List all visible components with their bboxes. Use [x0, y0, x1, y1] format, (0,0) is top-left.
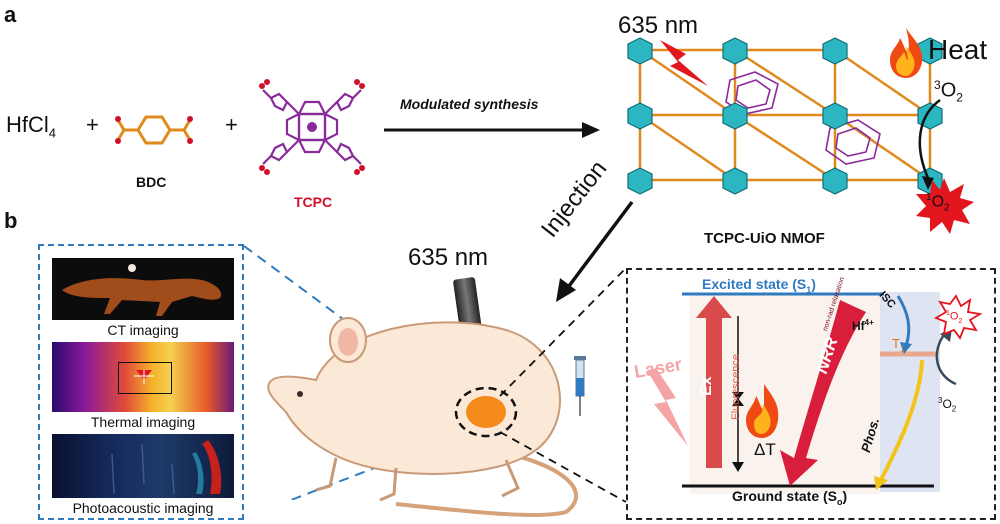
ex-label: Ex — [698, 376, 715, 396]
jab-singlet-o2-label: 1O2 — [946, 310, 962, 325]
excited-state-text: Excited state (S — [702, 276, 807, 292]
triplet-o2-sub: 2 — [956, 90, 963, 105]
hf-text: Hf — [852, 319, 865, 333]
isc-arrow — [896, 295, 911, 347]
triplet-o2-pre: 3 — [934, 78, 941, 92]
triplet-o2-text: O — [940, 79, 957, 102]
t1-text: T — [892, 336, 900, 351]
hfcl4-label: HfCl4 — [6, 112, 56, 140]
ground-state-sub: o — [837, 496, 843, 507]
hf-sup: 4+ — [864, 318, 874, 327]
mof-framework-illustration — [627, 37, 943, 195]
product-label: TCPC-UiO NMOF — [704, 230, 825, 247]
fluorescence-label: Fluorescence — [730, 353, 742, 420]
singlet-oxygen-label: 1O2 — [926, 192, 950, 214]
jab-triplet-o2-label: 3O2 — [938, 396, 956, 413]
thermal-caption: Thermal imaging — [90, 414, 196, 430]
thermal-image: Thermal imaging — [52, 342, 234, 430]
bdc-molecule-icon — [115, 115, 193, 145]
panel-a-letter: a — [4, 2, 17, 27]
photoacoustic-caption: Photoacoustic imaging — [72, 500, 214, 516]
singlet-oxygen-burst-icon — [916, 178, 974, 234]
excited-state-label: Excited state (S1) — [702, 276, 816, 295]
hfcl4-sub: 4 — [48, 125, 57, 141]
mouse-illustration — [267, 317, 579, 517]
jab-singlet-sub: 2 — [958, 317, 963, 325]
t1-label: T1 — [892, 336, 904, 354]
ground-state-label: Ground state (So) — [732, 488, 848, 507]
tumor-connector-lines — [499, 267, 627, 503]
oxygen-conversion-arrow-icon — [918, 98, 941, 190]
photoacoustic-image: Photoacoustic imaging — [52, 434, 234, 516]
jab-singlet-pre: 1 — [946, 310, 950, 317]
jab-singlet-text: O — [949, 310, 959, 323]
heat-label: Heat — [928, 34, 988, 65]
plus-sign-1: + — [86, 112, 99, 137]
jab-o2-text: O — [942, 397, 952, 411]
jablonski-panel — [626, 268, 996, 520]
ct-caption: CT imaging — [107, 322, 179, 338]
triplet-oxygen-label: 3O2 — [934, 78, 963, 105]
jab-o2-pre: 3 — [938, 396, 943, 405]
ct-image: CT imaging — [52, 258, 234, 338]
singlet-o2-text: O — [931, 193, 945, 211]
excited-state-sub: 1 — [806, 284, 812, 295]
mouse-laser-wavelength: 635 nm — [408, 244, 489, 271]
laser-bolt — [648, 368, 688, 446]
hf-label: Hf4+ — [852, 318, 874, 333]
nrr-arrow — [780, 300, 866, 486]
injection-arrow-icon — [556, 200, 634, 302]
mof-laser-wavelength: 635 nm — [618, 12, 699, 39]
panel-b-letter: b — [4, 208, 18, 233]
singlet-o2-sub: 2 — [944, 202, 950, 214]
excitation-arrow — [696, 296, 732, 468]
syringe-icon — [574, 356, 586, 416]
jab-o2-sub: 2 — [951, 404, 957, 414]
thermal-marker-icon — [134, 370, 154, 384]
ground-state-text: Ground state (S — [732, 488, 838, 504]
delta-t-label: ΔT — [754, 440, 776, 459]
t1-sub: 1 — [899, 344, 905, 354]
plus-sign-2: + — [225, 112, 238, 137]
imaging-panel — [38, 244, 244, 520]
bdc-label: BDC — [136, 174, 167, 190]
singlet-o2-pre: 1 — [926, 192, 932, 203]
thermal-roi-box — [118, 362, 172, 394]
synthesis-arrow-icon — [384, 122, 600, 138]
tcpc-molecule-icon — [259, 79, 365, 175]
heat-flame-icon — [890, 28, 923, 78]
hfcl4-text: HfCl — [6, 112, 49, 137]
ct-skeleton-icon — [62, 264, 222, 316]
tcpc-label: TCPC — [294, 194, 333, 210]
laser-bolt-icon — [660, 40, 708, 86]
synthesis-arrow-label: Modulated synthesis — [400, 96, 539, 112]
jablonski-diagram — [648, 292, 983, 494]
singlet-burst — [933, 294, 983, 340]
photoacoustic-signal-icon — [111, 440, 222, 495]
phosphorescence-arrow — [878, 359, 924, 483]
